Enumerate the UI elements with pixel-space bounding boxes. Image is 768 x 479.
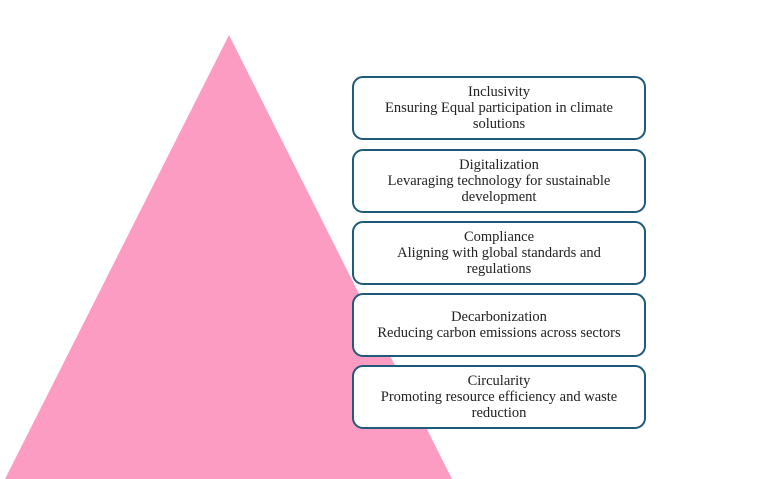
pyramid-item-compliance: Compliance Aligning with global standard… [352, 221, 646, 285]
item-title: Digitalization [459, 157, 539, 173]
pyramid-item-decarbonization: Decarbonization Reducing carbon emission… [352, 293, 646, 357]
item-title: Circularity [467, 373, 531, 389]
pyramid-item-digitalization: Digitalization Levaraging technology for… [352, 149, 646, 213]
item-title: Inclusivity [467, 84, 531, 100]
item-title: Decarbonization [451, 309, 547, 325]
item-description: Ensuring Equal participation in climate … [385, 100, 613, 132]
pyramid-item-inclusivity: Inclusivity Ensuring Equal participation… [352, 76, 646, 140]
item-description: Aligning with global standards and regul… [397, 245, 601, 277]
item-title: Compliance [463, 229, 535, 245]
item-description: Promoting resource efficiency and waste … [380, 389, 618, 421]
item-description: Reducing carbon emissions across sectors [377, 325, 621, 341]
item-description: Levaraging technology for sustainable de… [387, 173, 611, 205]
pyramid-item-circularity: Circularity Promoting resource efficienc… [352, 365, 646, 429]
